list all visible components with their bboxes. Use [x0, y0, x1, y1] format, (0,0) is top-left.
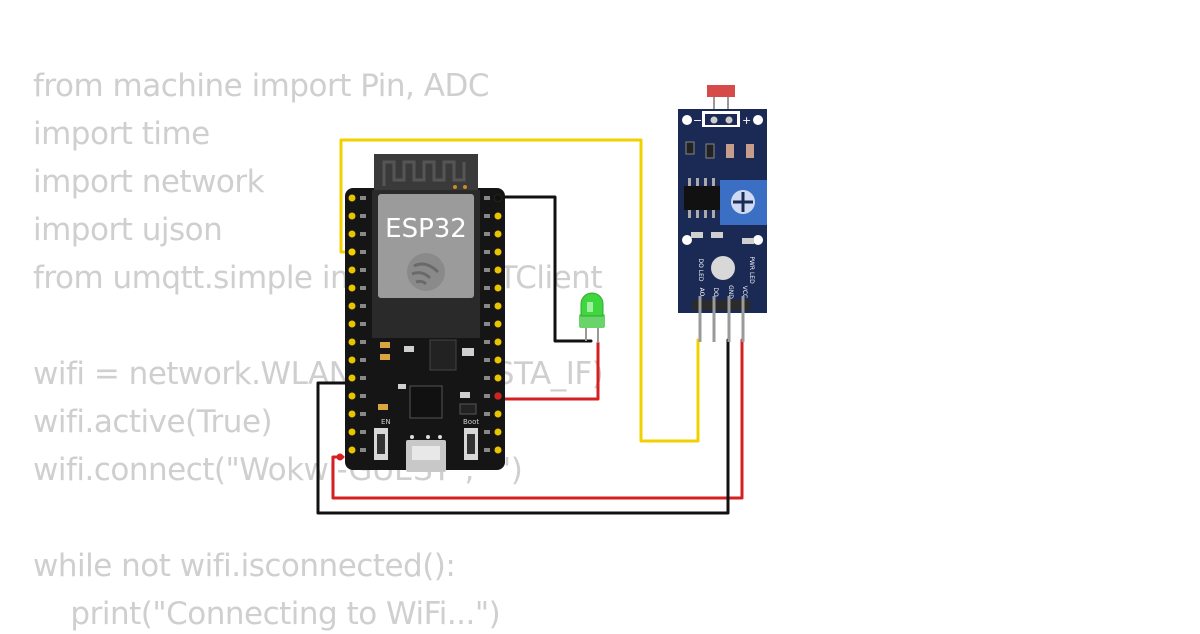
esp32-board[interactable]: ESP32 — [345, 154, 505, 472]
code-line: wifi.active(True) — [33, 404, 273, 440]
en-button-label: EN — [381, 418, 391, 426]
esp32-module-shield — [378, 194, 474, 298]
pot-minus-label: − — [693, 114, 702, 127]
pin-vcc-label: VCC — [741, 286, 748, 298]
right-pin-header — [484, 194, 502, 454]
wire-red-led[interactable] — [497, 341, 600, 401]
usb-uart-chip — [409, 385, 443, 419]
do-led-label: DO LED — [697, 258, 704, 281]
espressif-logo-icon — [407, 253, 445, 291]
pwr-led-label: PWR LED — [748, 256, 755, 284]
pin-gnd-label: GND — [727, 285, 734, 299]
wire-red-vcc[interactable] — [331, 338, 744, 500]
voltage-regulator — [429, 339, 457, 371]
left-pin-header — [348, 194, 366, 454]
comparator-chip — [684, 186, 720, 210]
photoresistor — [707, 85, 735, 97]
pin-do-label: DO — [712, 287, 719, 297]
wire-black-gnd[interactable] — [316, 338, 730, 515]
wifi-antenna — [374, 154, 478, 192]
board-name-label: ESP32 — [385, 214, 467, 244]
pot-plus-label: + — [742, 114, 751, 127]
green-led[interactable] — [579, 292, 605, 343]
boot-button-label: Boot — [463, 418, 479, 426]
pin-ao-label: AO — [698, 288, 705, 297]
code-line: import ujson — [33, 212, 223, 248]
code-line: import time — [33, 116, 210, 152]
wire-yellow[interactable] — [339, 138, 700, 443]
do-led — [711, 256, 735, 280]
code-line: from machine import Pin, ADC — [33, 68, 489, 104]
ldr-sensor-module[interactable]: − + DO LED PWR LED AO — [678, 85, 767, 342]
wire-black-led[interactable] — [495, 195, 593, 343]
code-line: print("Connecting to WiFi...") — [33, 596, 501, 632]
code-line: while not wifi.isconnected(): — [33, 548, 456, 584]
code-line: import network — [33, 164, 265, 200]
